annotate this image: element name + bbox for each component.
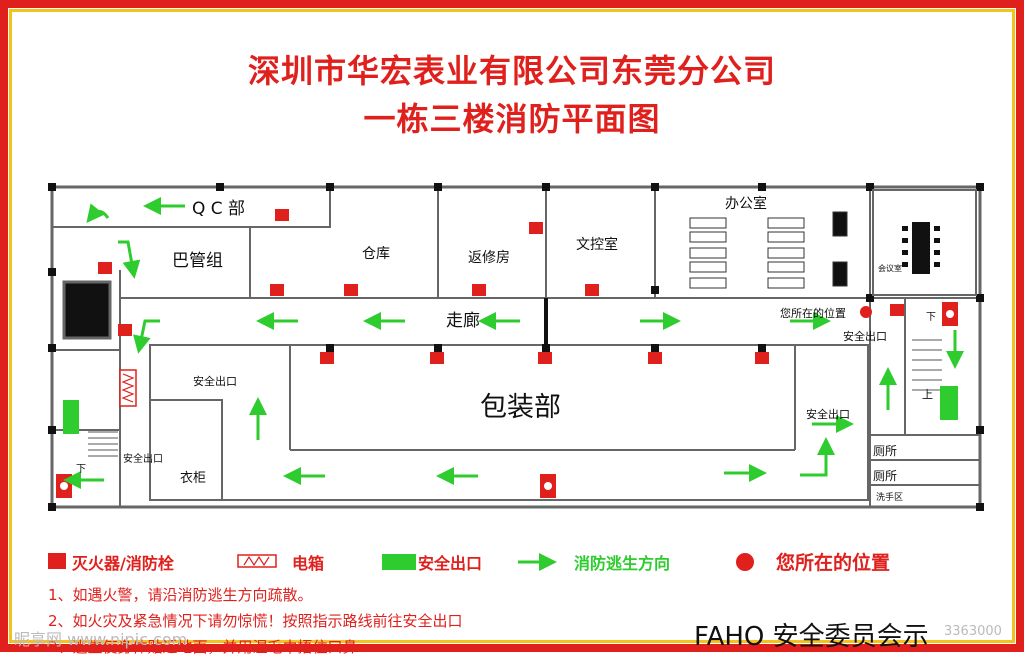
stair-down-label-left: 下 bbox=[76, 464, 86, 475]
elevator bbox=[62, 280, 112, 340]
title-plan: 一栋三楼消防平面图 bbox=[363, 100, 661, 138]
legend-position-icon bbox=[736, 553, 754, 571]
exit-label-b: 安全出口 bbox=[123, 452, 163, 465]
room-bagroup: 巴管组 bbox=[172, 251, 223, 271]
office-desks bbox=[689, 211, 848, 289]
legend-electric-box-label: 电箱 bbox=[292, 554, 325, 573]
room-doc-control: 文控室 bbox=[576, 236, 618, 253]
watermark-right: 3363000 bbox=[944, 624, 1002, 639]
legend-exit-label: 安全出口 bbox=[418, 554, 483, 573]
exit-signs bbox=[63, 386, 958, 434]
stairs-right bbox=[912, 339, 942, 391]
signature: FAHO 安全委员会示 bbox=[694, 622, 929, 652]
you-are-here-marker bbox=[860, 306, 872, 318]
note-1: 1、如遇火警，请沿消防逃生方向疏散。 bbox=[48, 586, 313, 604]
legend-extinguisher-label: 灭火器/消防栓 bbox=[72, 554, 174, 573]
meeting-room-wall bbox=[872, 189, 977, 296]
stair-up-label: 上 bbox=[922, 388, 933, 401]
stairs-left bbox=[88, 431, 118, 457]
legend-escape-direction-label: 消防逃生方向 bbox=[574, 554, 671, 573]
corridor-door bbox=[544, 298, 548, 346]
legend-extinguisher-icon bbox=[48, 553, 66, 569]
room-corridor: 走廊 bbox=[446, 311, 480, 331]
fire-extinguishers bbox=[98, 209, 904, 364]
room-office: 办公室 bbox=[725, 195, 767, 212]
exit-label-c: 安全出口 bbox=[806, 407, 850, 421]
you-are-here-label: 您所在的位置 bbox=[780, 306, 846, 320]
meeting-table bbox=[902, 222, 940, 274]
legend-electric-box-icon bbox=[237, 554, 277, 568]
room-locker: 衣柜 bbox=[180, 470, 206, 486]
pillars bbox=[48, 183, 984, 511]
stair-down-label-right: 下 bbox=[926, 312, 936, 323]
room-meeting: 会议室 bbox=[878, 263, 902, 273]
electric-box bbox=[119, 369, 137, 407]
room-washroom: 洗手区 bbox=[876, 491, 903, 503]
room-repair: 返修房 bbox=[468, 250, 510, 266]
room-warehouse: 仓库 bbox=[362, 246, 390, 262]
room-toilet-2: 厕所 bbox=[873, 469, 897, 483]
escape-arrow-curve bbox=[86, 203, 110, 224]
room-qc: Q C 部 bbox=[192, 199, 245, 219]
exit-label-a: 安全出口 bbox=[193, 374, 237, 388]
legend-position-label: 您所在的位置 bbox=[776, 552, 891, 574]
fire-hydrants bbox=[56, 302, 958, 498]
title-company: 深圳市华宏表业有限公司东莞分公司 bbox=[247, 52, 776, 90]
room-packing: 包装部 bbox=[480, 392, 561, 423]
escape-arrows bbox=[63, 197, 964, 489]
note-2: 2、如火灾及紧急情况下请勿惊慌！按照指示路线前往安全出口 bbox=[48, 612, 463, 630]
legend-exit-icon bbox=[382, 554, 416, 570]
room-toilet-1: 厕所 bbox=[873, 444, 897, 458]
watermark-left: 昵享网 www.nipic.com bbox=[14, 630, 188, 649]
exit-label-d: 安全出口 bbox=[843, 329, 887, 343]
